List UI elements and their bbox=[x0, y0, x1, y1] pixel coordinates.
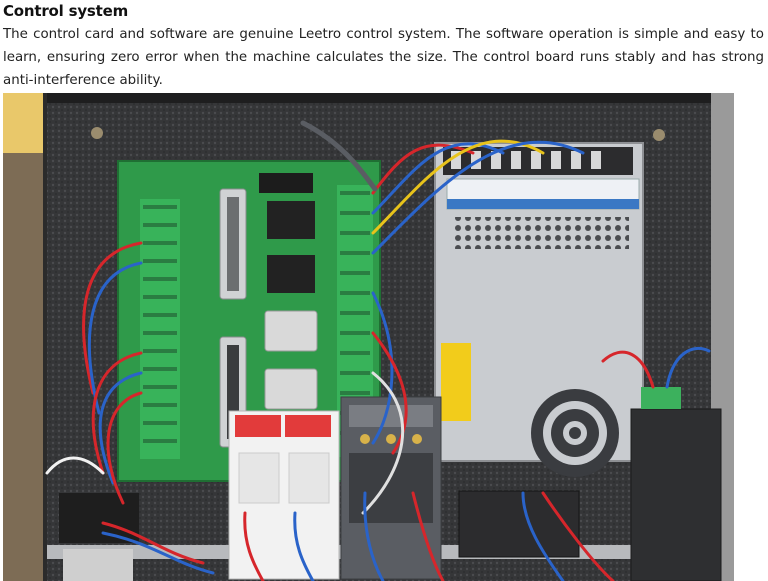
relay-socket bbox=[267, 201, 315, 239]
small-module bbox=[458, 490, 580, 558]
relay bbox=[264, 310, 318, 352]
relay-socket bbox=[267, 255, 315, 293]
relay bbox=[264, 368, 318, 410]
power-supply bbox=[434, 142, 644, 477]
warning-label bbox=[441, 343, 471, 421]
control-cabinet-photo bbox=[3, 93, 734, 581]
section-description: The control card and software are genuin… bbox=[3, 27, 764, 88]
circuit-breaker bbox=[228, 410, 340, 580]
control-cabinet-illustration bbox=[3, 93, 734, 581]
left-surroundings bbox=[3, 93, 43, 581]
screw bbox=[91, 127, 103, 139]
terminal-plug bbox=[641, 387, 681, 409]
section-title: Control system bbox=[3, 2, 129, 20]
terminal-clamp bbox=[59, 493, 139, 543]
wiring bbox=[45, 120, 711, 581]
contactor bbox=[340, 396, 442, 580]
terminal-block-left bbox=[140, 199, 180, 459]
connector-header bbox=[259, 173, 313, 193]
screw bbox=[653, 129, 665, 141]
driver-module bbox=[630, 408, 722, 581]
